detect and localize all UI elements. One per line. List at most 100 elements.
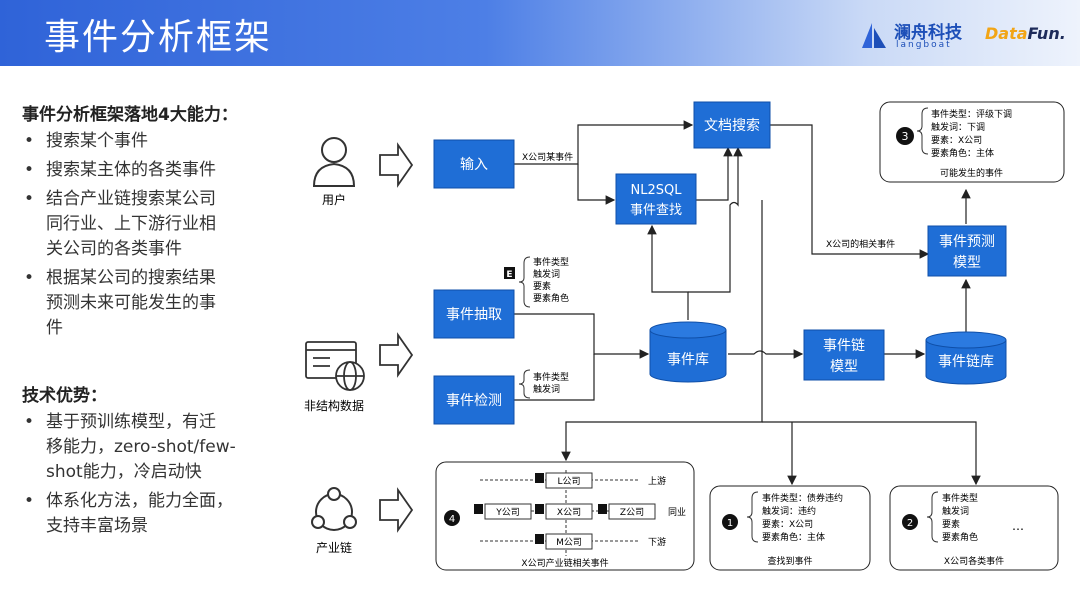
bullets1-item: • 搜索某个事件 (22, 129, 272, 154)
bullets1-line: 搜索某主体的各类事件 (46, 160, 216, 180)
node-Y-label: Y公司 (495, 507, 520, 518)
bullet-dot: • (24, 268, 35, 288)
input-box: 输入 (433, 139, 515, 189)
extract-brace-line: 要素 (533, 280, 551, 292)
langboat-mark-icon (862, 23, 886, 48)
hollow-arrow-1 (379, 142, 414, 188)
doc-search-label: 文档搜索 (704, 117, 760, 134)
result1-line: 要素角色：主体 (762, 531, 825, 543)
bullets2-item: • 体系化方法，能力全面， 支持丰富场景 (22, 489, 272, 539)
capability-heading: 事件分析框架落地4大能力： (22, 105, 238, 125)
hollow-arrows (379, 142, 414, 533)
page-title: 事件分析框架 (44, 17, 273, 58)
extract-box: 事件抽取 (433, 289, 515, 339)
document-globe-icon (305, 341, 365, 391)
chain-node-Y: Y公司 (474, 503, 532, 520)
bullets1-line: 关公司的各类事件 (46, 239, 182, 259)
chain-node-Z: Z公司 (598, 503, 656, 520)
bullet-dot: • (24, 491, 35, 511)
datafun-part2: Fun. (1027, 24, 1066, 43)
nl2sql-label-1: NL2SQL (631, 183, 683, 198)
chain-model-label-1: 事件链 (823, 338, 865, 354)
result2-caption: X公司各类事件 (944, 555, 1004, 567)
chain-node-L: L公司 (535, 472, 593, 489)
unstructured-label: 非结构数据 (304, 398, 364, 413)
detect-brace-line: 事件类型 (533, 371, 569, 383)
result4-number: 4 (449, 514, 455, 525)
bullets1-line: 同行业、上下游行业相 (46, 214, 216, 234)
detect-box: 事件检测 (433, 375, 515, 425)
result1-line: 要素：X公司 (762, 518, 813, 530)
bullets1-line: 结合产业链搜索某公司 (46, 189, 216, 209)
doc-search-box: 文档搜索 (693, 101, 771, 149)
advantage-list: •基于预训练模型，有迁移能力，zero-shot/few-shot能力，冷启动快… (22, 410, 272, 539)
chain-label: 产业链 (316, 540, 352, 555)
result3-line: 触发词：下调 (931, 121, 985, 133)
e-badge: E (506, 270, 512, 280)
bullets1-line: 根据某公司的搜索结果 (46, 268, 216, 288)
bullets1-line: 预测未来可能发生的事 (46, 293, 216, 313)
bullet-dot: • (24, 412, 35, 432)
hollow-arrow-3 (379, 487, 414, 533)
node-L-label: L公司 (557, 476, 580, 487)
result3-number: 3 (902, 130, 909, 143)
bullets2-line: 支持丰富场景 (46, 516, 148, 536)
hollow-arrow-2 (379, 332, 414, 378)
extract-brace-line: 要素角色 (533, 292, 569, 304)
bullet-dot: • (24, 131, 35, 151)
bullets2-line: 移能力，zero-shot/few- (46, 437, 236, 457)
predict-label-2: 模型 (953, 255, 981, 271)
extract-label: 事件抽取 (446, 307, 502, 323)
bullets1-item: • 结合产业链搜索某公司同行业、上下游行业相关公司的各类事件 (22, 187, 272, 262)
industry-chain-icon (311, 487, 357, 531)
result-box-4: 4 L公司 Y公司 X公司 Z公司 M公司 上游 同业 下游 X公司产业链相关事… (435, 461, 695, 571)
chain-node-M: M公司 (535, 533, 593, 550)
connectors (514, 120, 981, 486)
node-M-label: M公司 (556, 537, 582, 548)
bullets2-line: 体系化方法，能力全面， (46, 491, 233, 511)
chain-model-label-2: 模型 (830, 359, 858, 375)
result1-number: 1 (727, 518, 733, 529)
langboat-name-en: langboat (896, 40, 952, 50)
input-edge-label: X公司某事件 (522, 151, 573, 163)
peer-label: 同业 (668, 507, 686, 518)
input-box-label: 输入 (460, 157, 488, 173)
langboat-logo: 澜舟科技 langboat (858, 18, 978, 54)
bullet-dot: • (24, 160, 35, 180)
extract-brace-line: 触发词 (533, 268, 560, 280)
capability-list: • 搜索某个事件 • 搜索某主体的各类事件 • 结合产业链搜索某公司同行业、上下游行业相关… (22, 129, 272, 341)
result3-line: 要素：X公司 (931, 134, 982, 146)
result3-caption: 可能发生的事件 (940, 167, 1003, 179)
bullets1-item: • 搜索某主体的各类事件 (22, 158, 272, 183)
bullets2-line: shot能力，冷启动快 (46, 462, 202, 482)
bullet-dot: • (24, 189, 35, 209)
langboat-name: 澜舟科技 (894, 23, 962, 43)
result2-line: 触发词 (942, 505, 969, 517)
bullets1-line: 搜索某个事件 (46, 131, 148, 151)
predict-label-1: 事件预测 (939, 234, 995, 250)
event-db-label: 事件库 (667, 352, 709, 368)
advantage-heading: 技术优势： (22, 386, 107, 406)
predict-model-box: 事件预测 模型 (927, 225, 1007, 277)
bullets2-item: •基于预训练模型，有迁移能力，zero-shot/few-shot能力，冷启动快 (22, 410, 272, 485)
upstream-label: 上游 (648, 475, 666, 487)
nl2sql-box: NL2SQL 事件查找 (615, 173, 697, 225)
extract-brace-line: 事件类型 (533, 256, 569, 268)
result3-line: 事件类型：评级下调 (931, 108, 1012, 120)
chain-node-X: X公司 (535, 503, 593, 520)
result1-caption: 查找到事件 (767, 555, 812, 567)
result1-line: 事件类型：债券违约 (762, 492, 843, 504)
event-db-cylinder: 事件库 (649, 321, 727, 383)
datafun-part1: Data (985, 24, 1028, 43)
node-X-label: X公司 (557, 507, 581, 518)
